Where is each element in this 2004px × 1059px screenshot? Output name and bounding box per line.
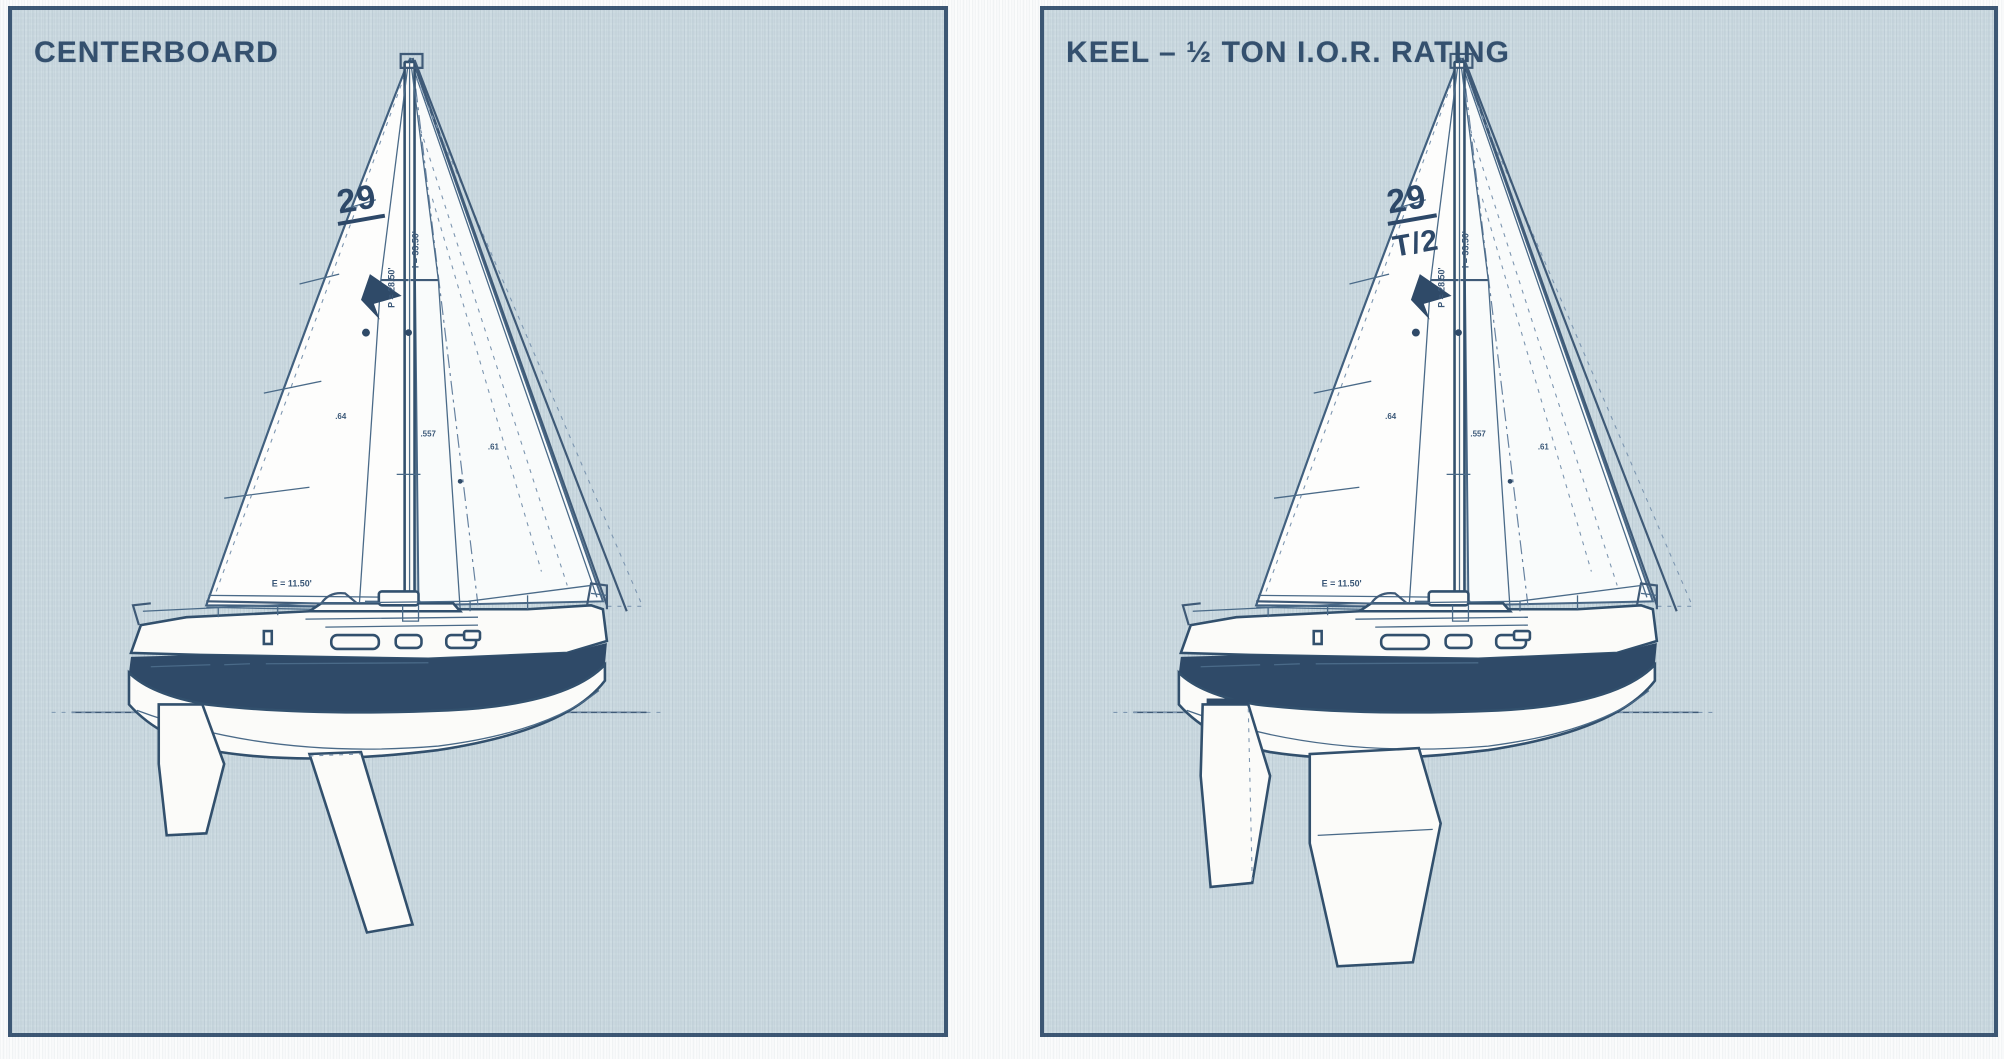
svg-text:.557: .557: [420, 430, 436, 439]
pennant-marker: [1410, 274, 1452, 320]
svg-text:P = 28.50': P = 28.50': [1437, 267, 1447, 307]
svg-text:.61: .61: [1538, 443, 1550, 452]
sail-insignia-29-t2: 29 T/2: [1384, 177, 1441, 264]
svg-text:29: 29: [1384, 177, 1429, 221]
svg-text:29: 29: [334, 177, 379, 221]
svg-text:.64: .64: [1385, 412, 1397, 421]
panel-title-keel: KEEL – ½ TON I.O.R. RATING: [1066, 36, 1511, 69]
svg-text:I = 33.50': I = 33.50': [1460, 231, 1470, 268]
svg-text:T/2: T/2: [1390, 223, 1441, 263]
svg-text:P = 28.50': P = 28.50': [387, 267, 397, 307]
sail-insignia-29: 29: [334, 177, 386, 226]
panel-title-centerboard: CENTERBOARD: [34, 36, 279, 69]
svg-text:.557: .557: [1470, 430, 1486, 439]
svg-text:.61: .61: [488, 443, 500, 452]
svg-text:I = 33.50': I = 33.50': [411, 231, 421, 268]
svg-text:E = 11.50': E = 11.50': [1322, 578, 1362, 588]
svg-text:E = 11.50': E = 11.50': [272, 578, 312, 588]
panel-keel: KEEL – ½ TON I.O.R. RATING: [1040, 6, 1998, 1037]
panel-centerboard: CENTERBOARD: [8, 6, 948, 1037]
sailboat-drawing-keel: 29 T/2 P = 28.50' I = 33.50' E = 11.50' …: [1044, 10, 1994, 1033]
sailboat-drawing-centerboard: 29 P = 28.50' I = 33.50' E = 11.50' J = …: [12, 10, 944, 1033]
svg-text:.64: .64: [335, 412, 347, 421]
pennant-marker: [361, 274, 402, 320]
